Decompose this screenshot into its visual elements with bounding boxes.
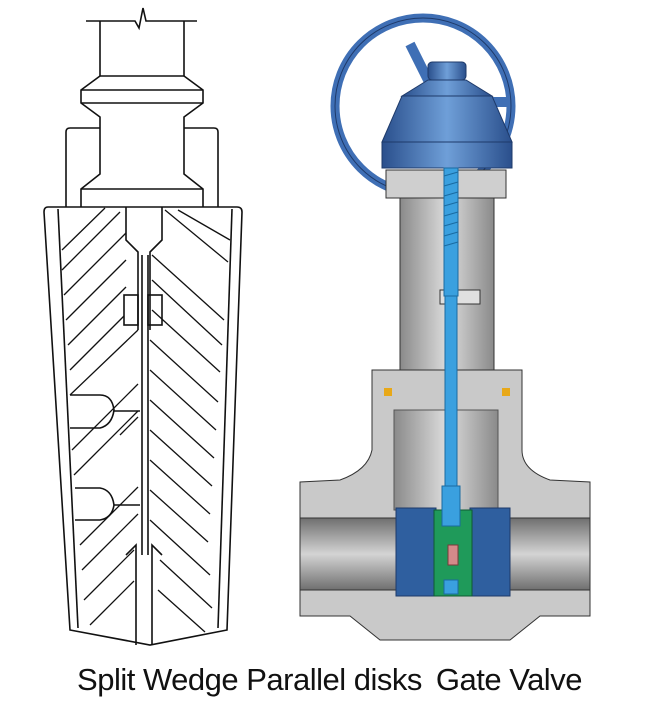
gate-valve-drawing [290,0,659,650]
caption-gate-valve: Gate Valve [435,662,583,697]
caption-split-wedge: Split Wedge Parallel disks [77,662,422,697]
figure-caption: Split Wedge Parallel disks Gate Valve [0,655,659,705]
split-wedge-drawing [0,0,300,650]
